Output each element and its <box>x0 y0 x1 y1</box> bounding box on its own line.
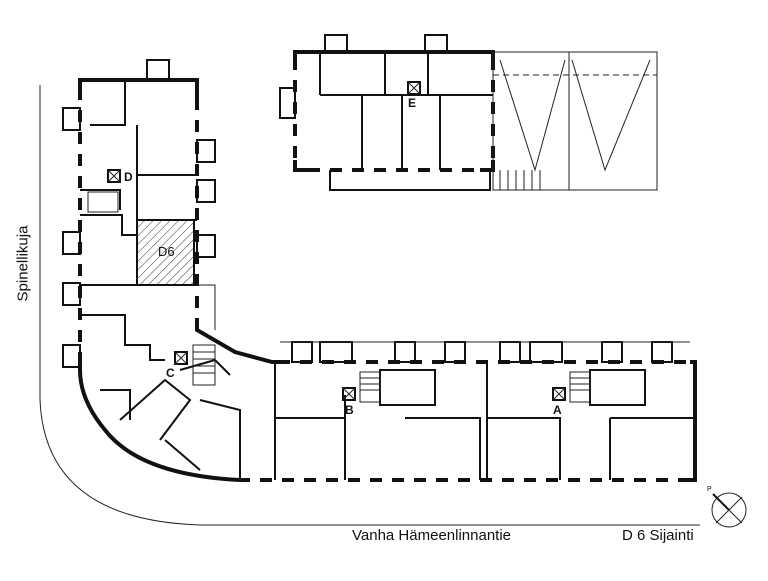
staircases <box>87 191 591 403</box>
main-building-walls <box>77 78 697 483</box>
stair-label-b: B <box>345 403 354 417</box>
stair-label-e: E <box>408 96 417 110</box>
plan-caption: D 6 Sijainti <box>622 527 694 544</box>
street-edge <box>39 85 700 526</box>
street-label-south: Vanha Hämeenlinnantie <box>352 527 512 544</box>
balconies <box>62 59 690 368</box>
compass-label: P <box>707 486 712 493</box>
stair-label-d: D <box>124 170 133 184</box>
street-label-west: Spinellikuja <box>14 225 32 302</box>
north-building <box>279 34 658 191</box>
stair-label-c: C <box>166 366 175 380</box>
unit-label-d6: D6 <box>158 244 175 259</box>
stair-label-a: A <box>553 403 562 417</box>
unit-d6-highlight <box>136 219 195 286</box>
elevator-icon <box>107 81 566 401</box>
north-arrow-icon <box>711 492 747 528</box>
glass-canopy <box>492 51 658 191</box>
